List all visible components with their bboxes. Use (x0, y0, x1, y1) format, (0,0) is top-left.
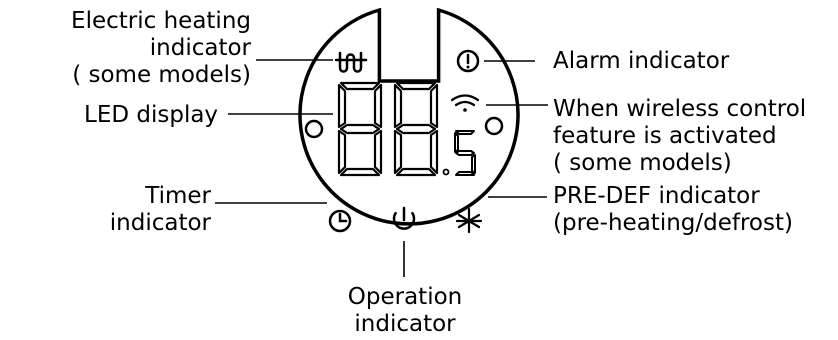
electric-heating-icon (334, 51, 368, 73)
leader-lines (215, 59, 548, 277)
panel-outline (298, 7, 520, 226)
defrost-icon (455, 207, 483, 234)
timer-label-line-1: Timer (145, 183, 211, 209)
wireless-label-line-1: When wireless control (553, 96, 807, 122)
power-icon (392, 206, 416, 230)
left-dimple (304, 119, 324, 139)
right-dimple (484, 116, 504, 136)
electric-heating-label: Electric heating indicator ( some models… (71, 8, 251, 89)
operation-label: Operation indicator (330, 284, 480, 338)
operation-label-line-1: Operation (347, 284, 463, 310)
electric-heating-label-line-1: Electric heating (71, 8, 251, 34)
pre-def-label: PRE-DEF indicator (pre-heating/defrost) (553, 183, 793, 237)
wifi-icon (450, 94, 480, 112)
led-digit-2 (393, 81, 439, 177)
led-digit-1 (337, 81, 383, 177)
pre-def-label-line-1: PRE-DEF indicator (553, 183, 760, 209)
wireless-label-line-2: feature is activated (553, 123, 777, 149)
timer-label: Timer indicator (110, 183, 211, 237)
pre-def-label-line-2: (pre-heating/defrost) (553, 210, 793, 236)
timer-icon (328, 209, 352, 233)
led-decimal-point (442, 168, 450, 176)
alarm-label: Alarm indicator (553, 48, 730, 74)
wireless-label-line-3: ( some models) (553, 150, 732, 176)
led-small-digit (454, 130, 476, 176)
timer-label-line-2: indicator (109, 210, 211, 236)
alarm-icon (456, 49, 480, 73)
wireless-label: When wireless control feature is activat… (553, 96, 806, 177)
electric-heating-label-line-3: ( some models) (72, 62, 251, 88)
electric-heating-label-line-2: indicator (149, 35, 251, 61)
led-display-label: LED display (84, 102, 219, 128)
operation-label-line-2: indicator (354, 311, 456, 337)
